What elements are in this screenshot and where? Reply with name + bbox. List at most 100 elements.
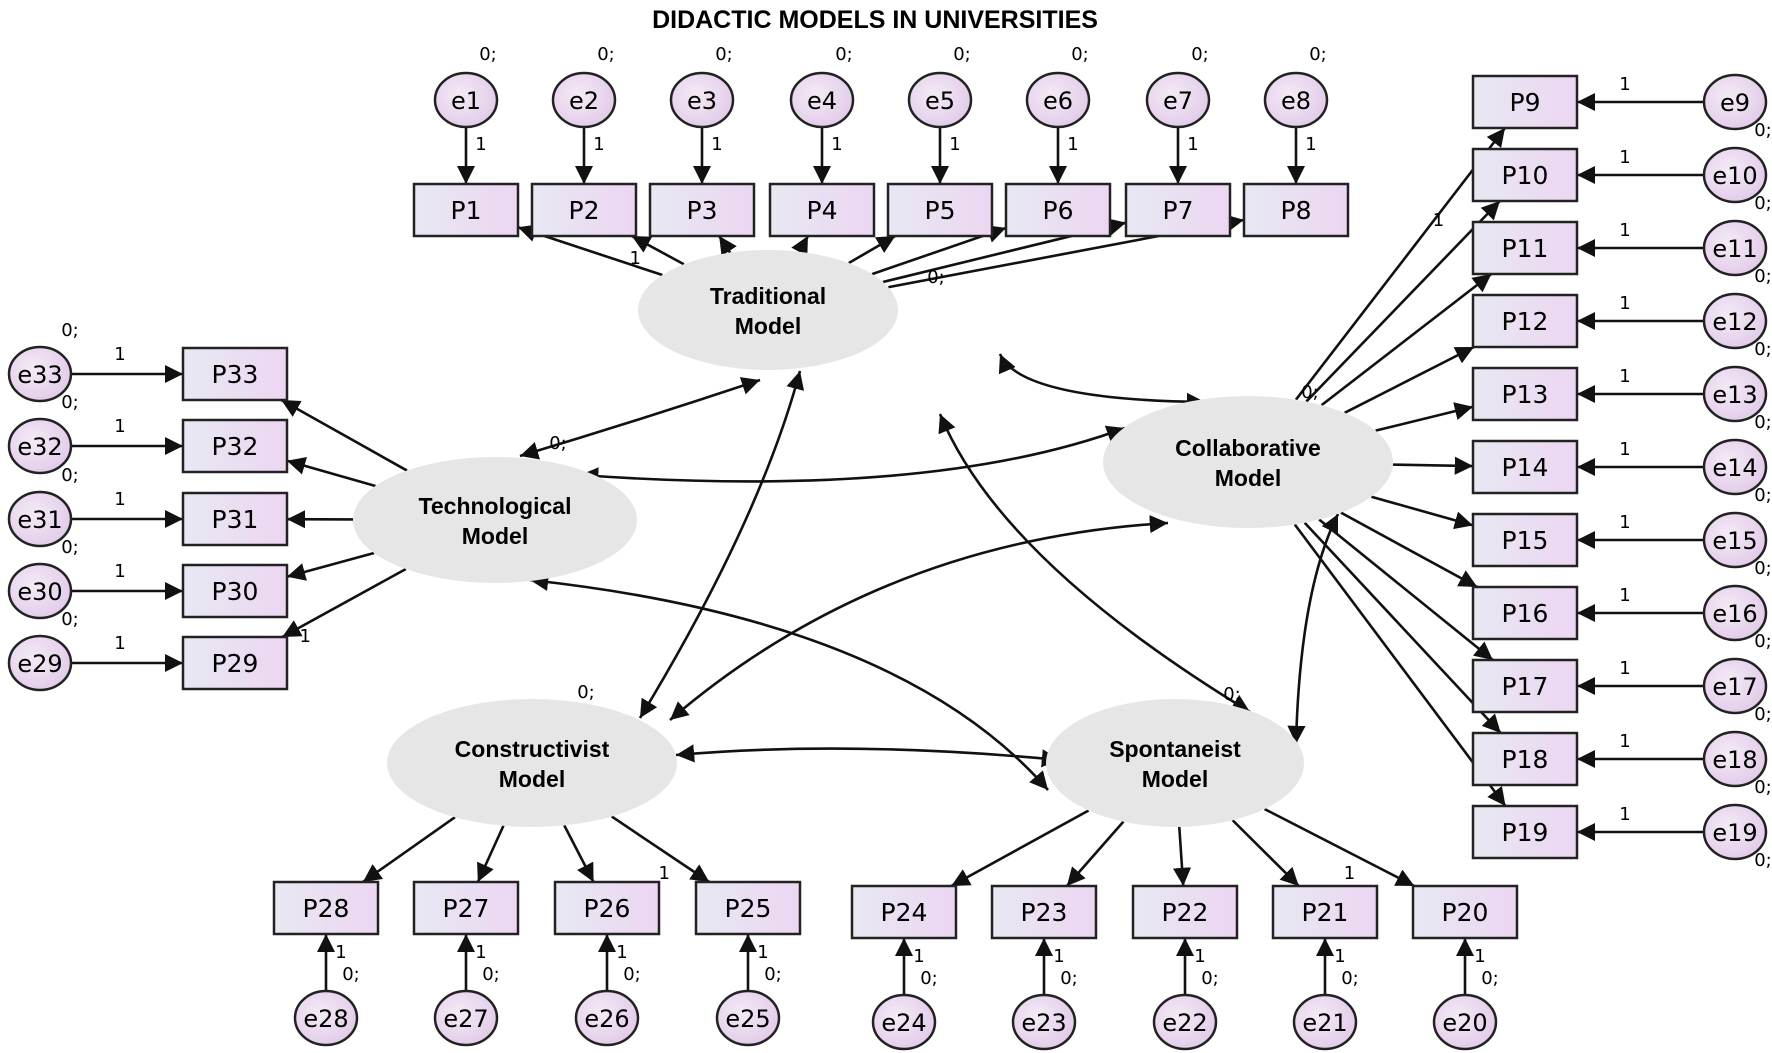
indicator-label-P28: P28 xyxy=(303,894,350,923)
indicator-P7 xyxy=(1124,182,1232,238)
error-weight-e33: 1 xyxy=(114,344,125,365)
error-e22 xyxy=(1152,993,1218,1051)
error-intercept-e19: 0; xyxy=(1754,850,1772,871)
error-e15 xyxy=(1702,511,1768,569)
indicator-label-P7: P7 xyxy=(1163,196,1194,225)
error-label-e11: e11 xyxy=(1712,235,1757,263)
indicator-P18 xyxy=(1471,731,1579,787)
indicator-label-P21: P21 xyxy=(1302,898,1349,927)
latent-traditional xyxy=(638,250,898,370)
error-label-e29: e29 xyxy=(17,650,62,678)
indicator-P13 xyxy=(1471,366,1579,422)
latent-collaborative xyxy=(1103,396,1393,528)
error-weight-e7: 1 xyxy=(1187,134,1198,155)
loading-P16 xyxy=(1340,511,1478,589)
indicator-label-P19: P19 xyxy=(1502,818,1549,847)
indicator-label-P32: P32 xyxy=(212,432,259,461)
error-intercept-e11: 0; xyxy=(1754,266,1772,287)
error-weight-e28: 1 xyxy=(335,942,346,963)
latent-label-spontaneist: Spontaneist xyxy=(1109,736,1241,762)
loading-P12 xyxy=(1344,345,1475,414)
latent-label-constructivist: Model xyxy=(499,766,565,792)
indicator-label-P23: P23 xyxy=(1021,898,1068,927)
error-weight-e30: 1 xyxy=(114,561,125,582)
error-label-e17: e17 xyxy=(1712,673,1757,701)
error-e29 xyxy=(7,634,73,692)
error-weight-e32: 1 xyxy=(114,416,125,437)
indicator-P24 xyxy=(850,884,958,940)
indicator-P29 xyxy=(181,635,289,691)
latent-label-traditional: Model xyxy=(735,313,801,339)
indicator-label-P25: P25 xyxy=(725,894,772,923)
latent-technological xyxy=(353,457,637,583)
indicator-label-P11: P11 xyxy=(1502,234,1549,263)
indicator-label-P1: P1 xyxy=(451,196,482,225)
indicator-label-P20: P20 xyxy=(1442,898,1489,927)
error-label-e30: e30 xyxy=(17,578,62,606)
error-label-e22: e22 xyxy=(1162,1009,1207,1037)
error-e30 xyxy=(7,562,73,620)
loading-P27 xyxy=(476,825,505,883)
error-e18 xyxy=(1702,730,1768,788)
error-intercept-e15: 0; xyxy=(1754,558,1772,579)
error-e14 xyxy=(1702,438,1768,496)
error-intercept-e1: 0; xyxy=(479,44,497,65)
indicator-P30 xyxy=(181,563,289,619)
loading-P10 xyxy=(1305,200,1501,403)
error-e17 xyxy=(1702,657,1768,715)
loading-P22 xyxy=(1172,826,1192,887)
error-label-e13: e13 xyxy=(1712,381,1757,409)
error-intercept-e18: 0; xyxy=(1754,777,1772,798)
error-label-e3: e3 xyxy=(687,87,717,115)
indicator-P22 xyxy=(1131,884,1239,940)
loading-P24 xyxy=(950,809,1090,888)
error-intercept-e32: 0; xyxy=(61,392,79,413)
indicator-P11 xyxy=(1471,220,1579,276)
error-intercept-e5: 0; xyxy=(953,44,971,65)
error-weight-e21: 1 xyxy=(1334,946,1345,967)
error-e6 xyxy=(1025,71,1091,129)
error-e13 xyxy=(1702,365,1768,423)
error-e33 xyxy=(7,345,73,403)
error-weight-e27: 1 xyxy=(475,942,486,963)
covariance-traditional-spontaneist xyxy=(938,413,1251,714)
indicator-label-P16: P16 xyxy=(1502,599,1549,628)
latent-intercept-spontaneist: 0; xyxy=(1223,684,1241,705)
error-intercept-e30: 0; xyxy=(61,537,79,558)
loading-P32 xyxy=(286,457,376,488)
error-intercept-e7: 0; xyxy=(1191,44,1209,65)
error-label-e4: e4 xyxy=(807,87,837,115)
error-intercept-e9: 0; xyxy=(1754,120,1772,141)
error-label-e32: e32 xyxy=(17,433,62,461)
error-weight-e2: 1 xyxy=(593,134,604,155)
error-intercept-e12: 0; xyxy=(1754,339,1772,360)
error-e27 xyxy=(433,989,499,1047)
indicator-label-P15: P15 xyxy=(1502,526,1549,555)
latent-constructivist xyxy=(387,699,677,827)
indicator-label-P10: P10 xyxy=(1502,161,1549,190)
latent-label-collaborative: Collaborative xyxy=(1175,435,1321,461)
error-e10 xyxy=(1702,146,1768,204)
error-weight-e8: 1 xyxy=(1305,134,1316,155)
indicator-P20 xyxy=(1411,884,1519,940)
error-e11 xyxy=(1702,219,1768,277)
error-label-e14: e14 xyxy=(1712,454,1757,482)
indicator-P4 xyxy=(768,182,876,238)
error-label-e9: e9 xyxy=(1720,89,1750,117)
loading-P18 xyxy=(1303,521,1502,734)
latent-intercept-traditional: 0; xyxy=(927,267,945,288)
error-weight-e15: 1 xyxy=(1619,512,1630,533)
latent-label-technological: Model xyxy=(462,523,528,549)
error-intercept-e6: 0; xyxy=(1071,44,1089,65)
error-intercept-e23: 0; xyxy=(1060,968,1078,989)
error-label-e5: e5 xyxy=(925,87,955,115)
error-label-e12: e12 xyxy=(1712,308,1757,336)
error-e31 xyxy=(7,490,73,548)
indicator-P9 xyxy=(1471,74,1579,130)
indicator-label-P13: P13 xyxy=(1502,380,1549,409)
error-label-e15: e15 xyxy=(1712,527,1757,555)
error-intercept-e17: 0; xyxy=(1754,704,1772,725)
error-label-e28: e28 xyxy=(303,1005,348,1033)
loading-P17 xyxy=(1318,518,1494,662)
error-intercept-e16: 0; xyxy=(1754,631,1772,652)
